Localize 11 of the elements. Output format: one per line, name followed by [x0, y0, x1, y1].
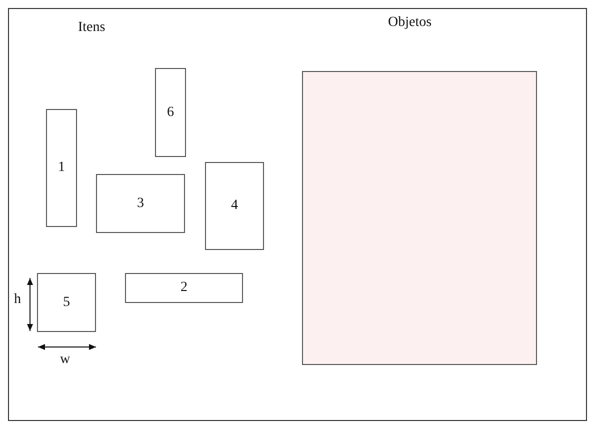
item-rectangle: 4	[205, 162, 264, 250]
container-box	[302, 71, 537, 365]
item-rectangle: 5	[37, 273, 96, 332]
item-rectangle: 3	[96, 174, 185, 233]
item-rectangle: 2	[125, 273, 243, 303]
group-heading: Objetos	[388, 15, 432, 31]
item-rectangle: 6	[155, 68, 186, 157]
dimension-label: w	[60, 352, 70, 368]
group-heading: Itens	[78, 20, 106, 36]
dimension-label: h	[14, 292, 21, 308]
item-rectangle: 1	[46, 109, 77, 227]
